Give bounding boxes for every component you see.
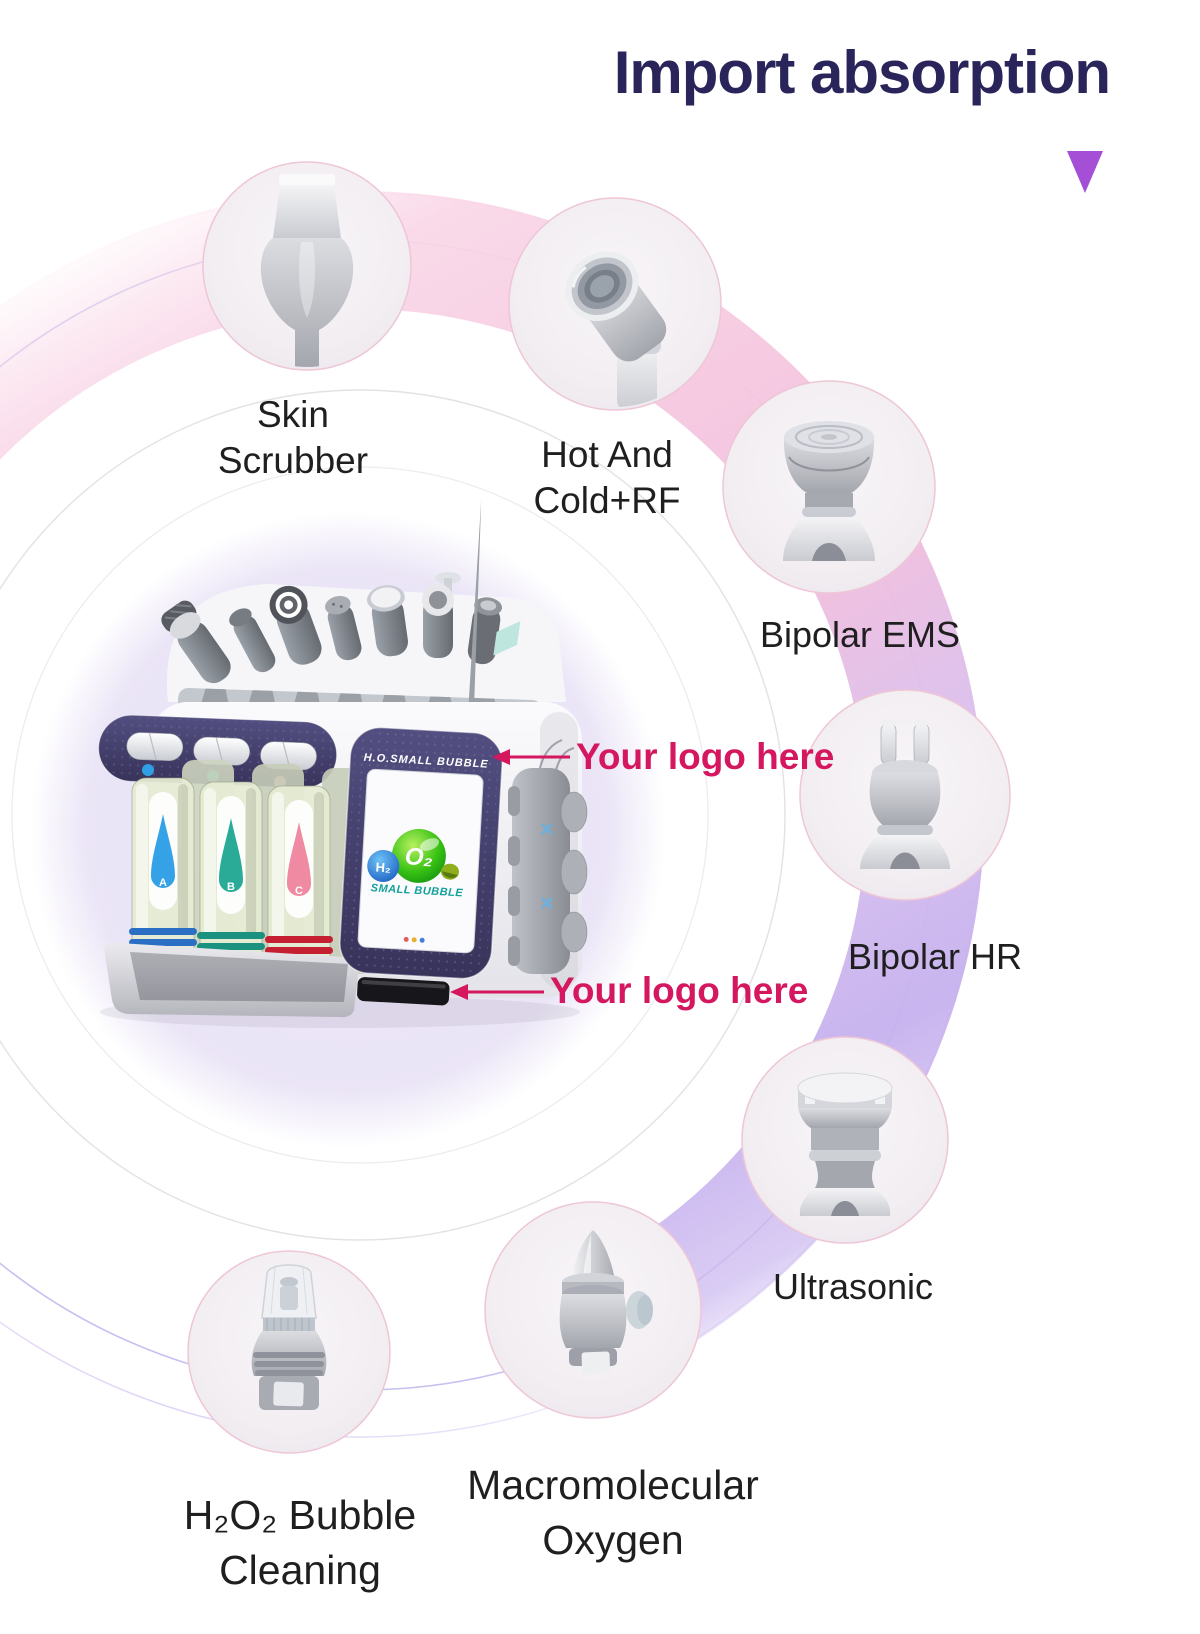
- bipolar-hr-icon: [860, 719, 950, 869]
- label-skin-scrubber: Skin Scrubber: [143, 392, 443, 484]
- bottle-b: B: [197, 781, 265, 989]
- bottle-a-letter: A: [159, 877, 167, 889]
- arrow-left-icon: [492, 749, 510, 765]
- panel-buttons: [126, 732, 317, 771]
- bottle-a: A: [129, 777, 197, 985]
- bottle-c: C: [265, 785, 333, 993]
- attachment-thumb-h2o2-bubble-cleaning: [187, 1250, 391, 1454]
- logo-slot: [357, 977, 450, 1006]
- screen-dot-yellow: [411, 937, 417, 943]
- label-ultrasonic: Ultrasonic: [703, 1264, 1003, 1309]
- logo-caption: SMALL BUBBLE: [370, 882, 463, 899]
- handpiece-2: [229, 608, 276, 673]
- handpiece-5: [366, 585, 408, 657]
- handpiece-4: [325, 595, 362, 661]
- label-line: Bipolar EMS: [759, 614, 961, 655]
- attachment-thumb-skin-scrubber: [202, 161, 412, 371]
- logo-callout-top-text: Your logo here: [576, 736, 835, 777]
- label-line: Scrubber: [217, 440, 369, 481]
- docked-handpieces: [161, 572, 521, 684]
- h2o2-bubble-cleaning-icon: [251, 1264, 327, 1410]
- handpiece-1: [161, 600, 231, 684]
- bottle-b-letter: B: [227, 881, 235, 893]
- attachment-thumb-bipolar-hr: [799, 689, 1011, 901]
- label-line: Hot And: [541, 434, 673, 475]
- ultrasonic-icon: [797, 1072, 893, 1216]
- logo-callout-bottom-text: Your logo here: [550, 970, 809, 1011]
- machine-illustration: A B: [98, 498, 588, 1028]
- screen-logo: O₂ H₂ SMALL BUBBLE: [367, 828, 464, 899]
- label-line: Cleaning: [219, 1547, 381, 1593]
- label-line: Skin: [257, 394, 329, 435]
- attachment-thumb-macromolecular-oxygen: [484, 1201, 702, 1419]
- logo-h2: H₂: [375, 860, 391, 876]
- macromolecular-oxygen-icon: [559, 1230, 653, 1375]
- label-line: Bipolar HR: [847, 936, 1023, 977]
- logo-o2: O₂: [404, 843, 433, 872]
- label-h2o2-bubble-cleaning: H₂O₂ Bubble Cleaning: [115, 1488, 485, 1598]
- label-hot-cold-rf: Hot And Cold+RF: [457, 432, 757, 524]
- label-line: H₂O₂ Bubble: [183, 1492, 417, 1538]
- arrow-left-icon: [450, 984, 468, 1000]
- page-title: Import absorption: [613, 39, 1111, 106]
- machine-back-panel: [166, 584, 567, 702]
- bottle-c-letter: C: [295, 885, 303, 897]
- side-connector-strip: [508, 739, 588, 974]
- screen-dot-blue: [419, 937, 425, 943]
- ring-hairline-grey: [0, 389, 786, 1241]
- label-line: Cold+RF: [533, 480, 681, 521]
- label-line: Ultrasonic: [772, 1266, 934, 1307]
- hot-cold-rf-icon: [565, 251, 667, 407]
- attachment-thumb-bipolar-ems: [722, 380, 936, 594]
- label-line: Oxygen: [542, 1517, 684, 1563]
- label-macromolecular-oxygen: Macromolecular Oxygen: [428, 1458, 798, 1568]
- ring-hairline-grey2: [11, 466, 709, 1164]
- logo-callout-bottom-leader: [450, 984, 544, 1000]
- pointer-triangle-icon: [1067, 151, 1103, 193]
- logo-callout-top-leader: [492, 749, 570, 765]
- bipolar-ems-icon: [783, 421, 875, 561]
- label-line: Macromolecular: [467, 1462, 759, 1508]
- handpiece-3: [269, 585, 322, 665]
- label-bipolar-hr: Bipolar HR: [785, 934, 1085, 979]
- screen-dot-red: [403, 936, 409, 942]
- bottle-tray: [104, 942, 360, 1018]
- label-bipolar-ems: Bipolar EMS: [710, 612, 1010, 657]
- indicator-drop-a: [142, 764, 154, 776]
- handpiece-6: [422, 572, 461, 658]
- solution-bottles: A B: [129, 760, 374, 993]
- skin-scrubber-icon: [260, 174, 354, 367]
- attachment-thumb-ultrasonic: [741, 1036, 949, 1244]
- screen-unit: H.O.SMALL BUBBLE O₂ H₂ SMALL BUBBLE: [339, 726, 503, 1006]
- attachment-thumb-hot-cold-rf: [508, 197, 722, 411]
